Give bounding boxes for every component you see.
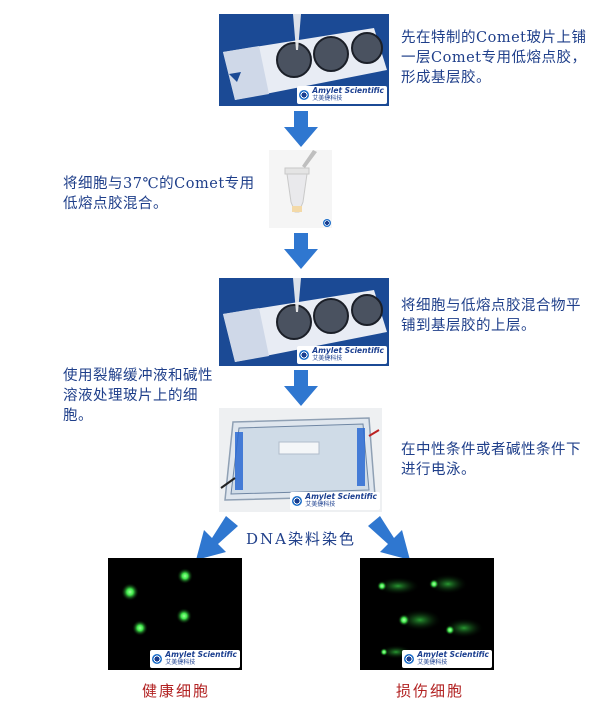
electrophoresis-photo: Amylet Scientific 艾美捷科技 [219,408,382,512]
company-logo: Amylet Scientific 艾美捷科技 [297,346,387,364]
stain-label: DNA染料染色 [246,530,356,548]
damaged-cells-label: 损伤细胞 [396,682,465,700]
down-left-arrow-icon [196,516,238,560]
slide-photo-1: Amylet Scientific 艾美捷科技 [219,14,389,106]
step2-text: 将细胞与37℃的Comet专用低熔点胶混合。 [63,176,255,212]
down-right-arrow-icon [368,516,410,560]
step3-text: 将细胞与低熔点胶混合物平铺到基层胶的上层。 [401,298,581,334]
step1-text: 先在特制的Comet玻片上铺一层Comet专用低熔点胶，形成基层胶。 [401,30,587,86]
company-logo-icon [152,654,163,664]
down-arrow-icon [284,233,318,269]
company-logo: Amylet Scientific 艾美捷科技 [150,650,240,668]
company-logo: Amylet Scientific 艾美捷科技 [297,86,387,104]
slide-photo-2: Amylet Scientific 艾美捷科技 [219,278,389,366]
electrophoresis-tank-illustration [219,408,382,512]
down-arrow-icon [284,370,318,406]
step5-text: 在中性条件或者碱性条件下进行电泳。 [401,442,581,478]
damaged-cells-image: Amylet Scientific 艾美捷科技 [360,558,494,670]
company-logo-icon [292,496,303,506]
comet-slide-1-illustration [219,14,389,106]
company-logo-icon [323,219,331,227]
healthy-cells-label: 健康细胞 [142,682,211,700]
tube-illustration [269,150,332,228]
company-logo-icon [299,350,310,360]
down-arrow-icon [284,111,318,147]
tube-photo [269,150,332,228]
company-logo: Amylet Scientific 艾美捷科技 [290,492,380,510]
step4-text: 使用裂解缓冲液和碱性溶液处理玻片上的细胞。 [63,368,213,424]
company-logo: Amylet Scientific 艾美捷科技 [402,650,492,668]
comet-slide-2-illustration [219,278,389,366]
company-logo-icon [299,90,310,100]
company-logo-icon [404,654,415,664]
healthy-cells-image: Amylet Scientific 艾美捷科技 [108,558,242,670]
company-logo-small [323,219,331,227]
